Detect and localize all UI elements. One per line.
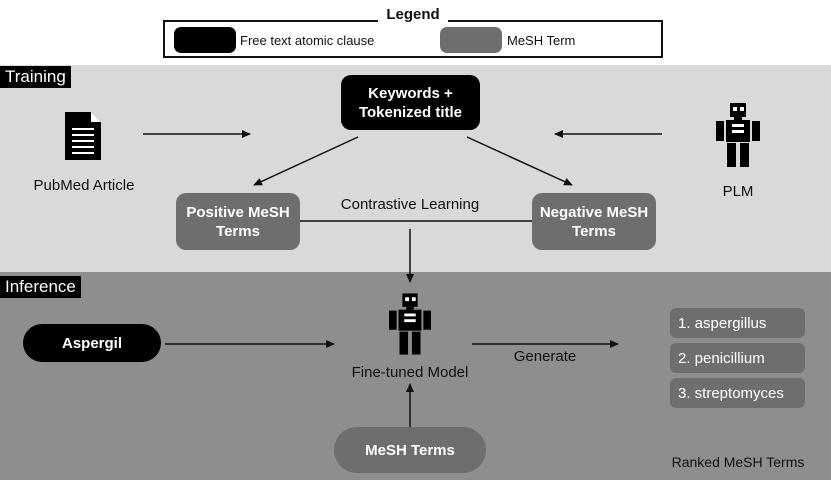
keywords-title-node: Keywords + Tokenized title — [341, 75, 480, 130]
input-text-node: Aspergil — [23, 324, 161, 362]
training-section-label: Training — [0, 66, 71, 88]
legend-box — [163, 20, 663, 58]
robot-icon — [716, 103, 760, 167]
ranked-item-2: 2. penicillium — [670, 343, 805, 373]
inference-section-label: Inference — [0, 276, 81, 298]
legend-label-mesh-term: MeSH Term — [507, 33, 576, 48]
negative-mesh-node: Negative MeSH Terms — [532, 193, 656, 250]
ranked-item-3: 3. streptomyces — [670, 378, 805, 408]
contrastive-learning-label: Contrastive Learning — [340, 196, 480, 213]
arrow-keywords-to-negative — [466, 136, 573, 186]
pubmed-article-label: PubMed Article — [33, 177, 135, 194]
positive-mesh-node: Positive MeSH Terms — [176, 193, 300, 250]
plm-label: PLM — [722, 183, 754, 200]
ranked-item-1: 1. aspergillus — [670, 308, 805, 338]
legend-swatch-free-text — [174, 27, 236, 53]
arrow-keywords-to-positive — [253, 136, 359, 186]
document-icon — [65, 112, 101, 160]
ranked-mesh-terms-label: Ranked MeSH Terms — [671, 454, 805, 470]
legend-label-free-text: Free text atomic clause — [240, 33, 375, 48]
legend-swatch-mesh-term — [440, 27, 502, 53]
mesh-terms-node: MeSH Terms — [334, 427, 486, 473]
legend-title: Legend — [378, 6, 448, 23]
fine-tuned-robot-icon — [389, 293, 431, 355]
fine-tuned-model-label: Fine-tuned Model — [351, 364, 469, 381]
generate-label: Generate — [513, 348, 577, 365]
